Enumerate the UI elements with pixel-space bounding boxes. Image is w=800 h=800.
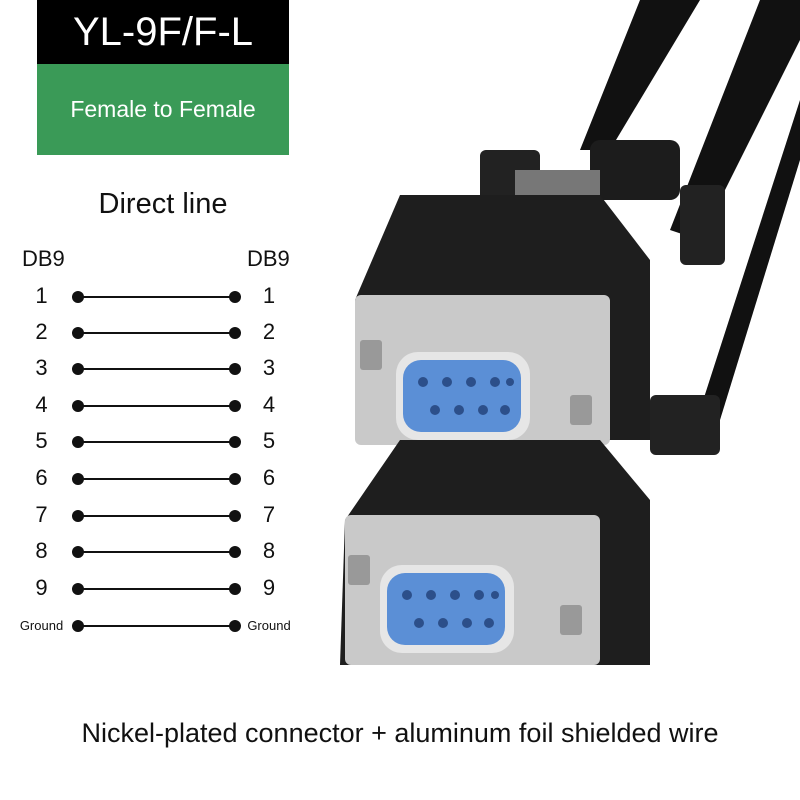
right-pin-number: 1 bbox=[262, 283, 276, 308]
model-label: YL-9F/F-L bbox=[37, 0, 289, 64]
pin-row: Ground Ground bbox=[0, 610, 310, 640]
left-pin-number: Ground bbox=[19, 618, 64, 633]
left-pin-number: 5 bbox=[35, 428, 48, 453]
right-pin-dot bbox=[229, 583, 241, 595]
wire-line bbox=[78, 332, 235, 334]
wire-line bbox=[78, 625, 235, 627]
left-pin-number: 2 bbox=[35, 319, 48, 344]
right-pin-number: Ground bbox=[247, 618, 291, 633]
pin-row: 1 1 bbox=[0, 281, 310, 311]
right-pin-number: 5 bbox=[262, 428, 276, 453]
wire-line bbox=[78, 515, 235, 517]
diagram-title: Direct line bbox=[98, 188, 228, 220]
right-pin-number: 2 bbox=[262, 319, 276, 344]
right-pin-number: 6 bbox=[262, 465, 276, 490]
pin-row: 5 5 bbox=[0, 426, 310, 456]
db9-cable-photo bbox=[340, 0, 800, 665]
pin-row: 6 6 bbox=[0, 463, 310, 493]
wire-line bbox=[78, 588, 235, 590]
left-pin-number: 1 bbox=[35, 283, 48, 308]
right-pin-number: 8 bbox=[262, 538, 276, 563]
type-label: Female to Female bbox=[37, 64, 289, 155]
right-pin-number: 4 bbox=[262, 392, 276, 417]
right-pin-dot bbox=[229, 473, 241, 485]
wire-line bbox=[78, 551, 235, 553]
right-pin-dot bbox=[229, 327, 241, 339]
wire-line bbox=[78, 296, 235, 298]
wire-line bbox=[78, 478, 235, 480]
right-pin-dot bbox=[229, 436, 241, 448]
left-pin-number: 6 bbox=[35, 465, 48, 490]
right-pin-number: 7 bbox=[262, 502, 276, 527]
left-pin-number: 9 bbox=[35, 575, 48, 600]
right-connector-label: DB9 bbox=[247, 246, 290, 271]
wire-line bbox=[78, 368, 235, 370]
pin-row: 8 8 bbox=[0, 536, 310, 566]
right-pin-dot bbox=[229, 291, 241, 303]
wire-line bbox=[78, 405, 235, 407]
right-pin-dot bbox=[229, 620, 241, 632]
pin-row: 7 7 bbox=[0, 500, 310, 530]
pin-row: 4 4 bbox=[0, 390, 310, 420]
upper-pin-socket bbox=[403, 360, 521, 432]
left-pin-number: 8 bbox=[35, 538, 48, 563]
pin-row: 9 9 bbox=[0, 573, 310, 603]
right-pin-dot bbox=[229, 510, 241, 522]
feature-caption: Nickel-plated connector + aluminum foil … bbox=[81, 718, 719, 748]
left-pin-number: 7 bbox=[35, 502, 48, 527]
right-pin-number: 9 bbox=[262, 575, 276, 600]
right-pin-dot bbox=[229, 400, 241, 412]
pin-row: 2 2 bbox=[0, 317, 310, 347]
right-pin-dot bbox=[229, 546, 241, 558]
pin-row: 3 3 bbox=[0, 353, 310, 383]
lower-pin-socket bbox=[387, 573, 505, 645]
left-connector-label: DB9 bbox=[22, 246, 65, 271]
left-pin-number: 4 bbox=[35, 392, 48, 417]
wire-line bbox=[78, 441, 235, 443]
left-pin-number: 3 bbox=[35, 355, 48, 380]
right-pin-number: 3 bbox=[262, 355, 276, 380]
right-pin-dot bbox=[229, 363, 241, 375]
